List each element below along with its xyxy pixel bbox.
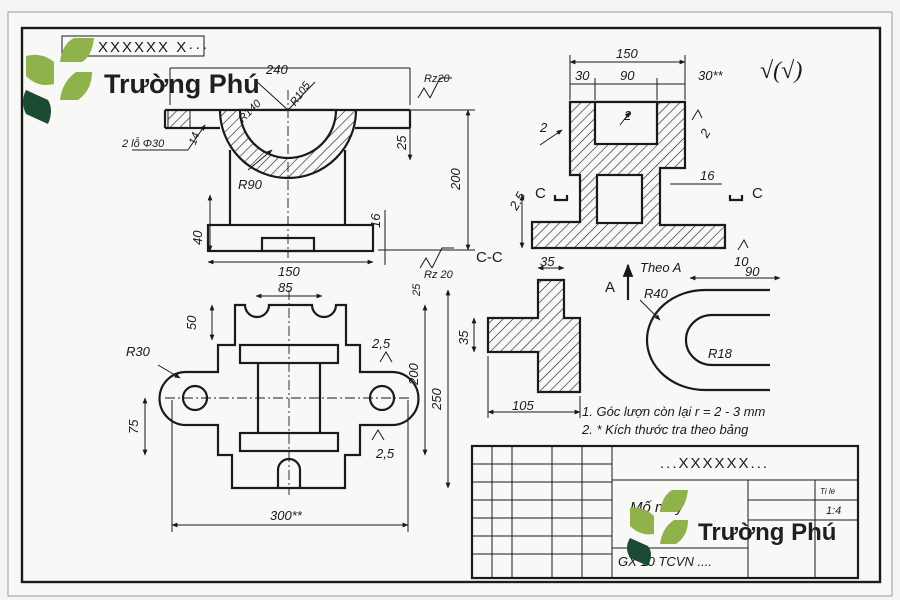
dim-105: 105 (512, 398, 534, 413)
view-a (622, 263, 781, 392)
paper (7, 11, 893, 597)
dim-r40: R40 (644, 286, 669, 301)
corner-label: XXXXXX X··· (98, 39, 209, 56)
dim-2-b: 2 (623, 108, 632, 123)
dim-90-a: 90 (745, 264, 760, 279)
brand-name: Trường Phú (698, 519, 836, 546)
side-slot (593, 100, 659, 146)
dim-200: 200 (448, 168, 463, 191)
dim-90: 90 (620, 68, 635, 83)
dim-75: 75 (126, 419, 141, 434)
dim-16-side: 16 (700, 168, 715, 183)
dim-2-5-plan-b: 2,5 (375, 446, 395, 461)
theo-a-label: Theo A (640, 260, 681, 275)
title-block-title: ...XXXXXX... (660, 455, 769, 472)
dim-35-top: 35 (540, 254, 555, 269)
leaf-icon (60, 38, 94, 62)
dim-40: 40 (190, 230, 205, 245)
section-cc-view (471, 265, 582, 418)
dim-250: 250 (429, 388, 444, 411)
title-block-small: Ti le (820, 487, 836, 496)
drawing-frame (20, 26, 882, 584)
dim-10: 10 (734, 254, 749, 269)
dim-16-front: 16 (368, 213, 383, 228)
dim-r90: R90 (238, 177, 263, 192)
dim-25: 25 (394, 135, 409, 151)
view-a-arrow-label: A (605, 279, 615, 296)
dim-35-side: 35 (456, 330, 471, 345)
dim-holes: 2 lỗ Φ30 (121, 137, 165, 150)
view-a-slot (684, 313, 770, 367)
side-cavity (595, 173, 644, 225)
dim-r18: R18 (708, 346, 733, 361)
section-cc-body (486, 278, 582, 394)
dim-14: 14 (187, 131, 202, 147)
dim-2-5-plan: 2,5 (371, 336, 391, 351)
section-cc-label: C-C (476, 249, 503, 266)
dim-150-front: 150 (278, 264, 300, 279)
view-a-outline (645, 288, 770, 392)
dim-rz20-top: Rz20 (424, 73, 451, 85)
dim-150-top: 150 (616, 46, 638, 61)
section-c-right: C (752, 185, 763, 202)
dim-rz20-bottom: Rz 20 (424, 269, 454, 281)
dim-200-plan: 200 (406, 363, 421, 386)
dim-50: 50 (184, 315, 199, 330)
brand-logo-bottom: Trường Phú (627, 490, 836, 566)
leaf-icon (627, 538, 651, 566)
title-block (470, 444, 860, 580)
leaf-icon (660, 520, 688, 544)
dim-25-vert: 25 (411, 283, 423, 297)
dim-240: 240 (265, 62, 288, 77)
dim-85: 85 (278, 280, 293, 295)
corner-label-box (61, 35, 205, 57)
brand-name: Trường Phú (104, 69, 260, 99)
dim-30-left: 30 (575, 68, 590, 83)
leaf-icon (60, 72, 92, 100)
section-c-left: C (535, 185, 546, 202)
plan-view (142, 289, 451, 532)
leaf-icon (660, 490, 688, 512)
leaf-icon (23, 90, 51, 124)
plan-outline (158, 303, 420, 490)
roughness-mark: √(√) (760, 58, 802, 84)
leaf-icon (26, 54, 54, 85)
note-2: 2. * Kích thước tra theo bảng (581, 422, 749, 437)
note-1: 1. Góc lượn còn lại r = 2 - 3 mm (582, 404, 766, 419)
dim-r30: R30 (126, 344, 151, 359)
dim-300: 300** (270, 508, 303, 523)
dim-30-right: 30** (698, 68, 724, 83)
front-view (132, 67, 475, 269)
title-block-scale: 1:4 (826, 505, 841, 517)
dim-2-a: 2 (539, 120, 548, 135)
leaf-icon (630, 507, 654, 535)
brand-logo-top: Trường Phú (23, 38, 260, 124)
side-section-view (519, 55, 749, 251)
